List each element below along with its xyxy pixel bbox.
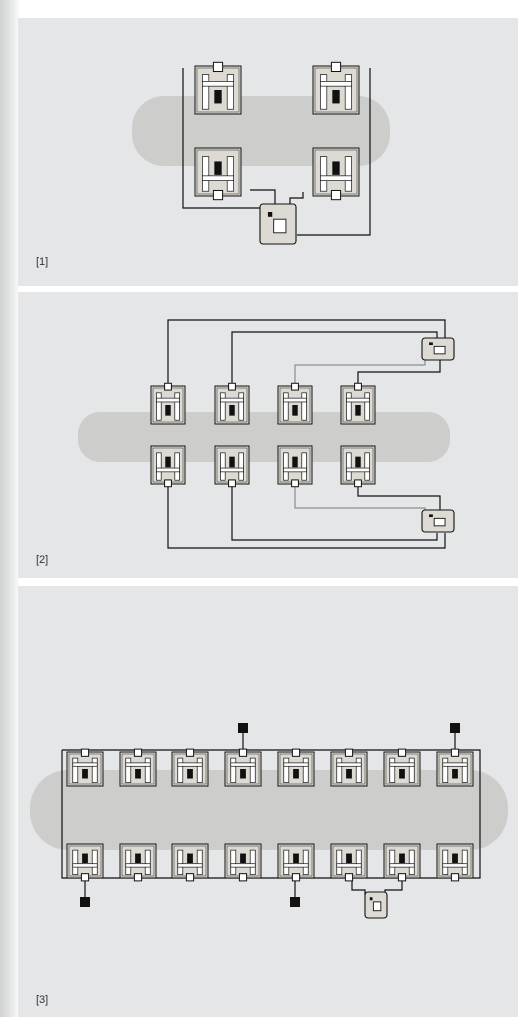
sensor-unit-2-top-3 bbox=[277, 382, 313, 425]
sensor-unit-1-tr bbox=[312, 61, 360, 115]
wire-ctrl-left-3 bbox=[351, 878, 366, 895]
wire-left-loop-1 bbox=[182, 68, 262, 209]
wire-left-ctrl-1 bbox=[250, 189, 276, 205]
wire-perimeter-3 bbox=[61, 749, 481, 879]
panel-label-2: [2] bbox=[36, 554, 49, 566]
sensor-unit-3-bottom-3 bbox=[171, 843, 209, 882]
sensor-unit-1-bl bbox=[194, 147, 242, 201]
ground-node-top-right-3 bbox=[450, 723, 460, 733]
wire-outer-bottom-2 bbox=[167, 482, 446, 549]
sensor-unit-3-top-2 bbox=[119, 748, 157, 787]
ground-node-bottom-right-3 bbox=[290, 897, 300, 907]
sensor-unit-2-bottom-4 bbox=[340, 445, 376, 488]
sensor-unit-3-bottom-8 bbox=[436, 843, 474, 882]
ground-node-top-left-3 bbox=[238, 723, 248, 733]
sensor-unit-2-bottom-3 bbox=[277, 445, 313, 488]
sensor-unit-1-tl bbox=[194, 61, 242, 115]
sensor-unit-3-top-3 bbox=[171, 748, 209, 787]
body-silhouette-2 bbox=[78, 412, 450, 462]
sensor-unit-1-br bbox=[312, 147, 360, 201]
wire-outer-top-2 bbox=[167, 319, 446, 385]
sensor-unit-3-bottom-2 bbox=[119, 843, 157, 882]
sensor-unit-3-top-8 bbox=[436, 748, 474, 787]
wire-inner-top-2 bbox=[231, 331, 438, 385]
sensor-unit-3-top-5 bbox=[277, 748, 315, 787]
sensor-unit-2-bottom-1 bbox=[150, 445, 186, 488]
sensor-unit-3-bottom-7 bbox=[383, 843, 421, 882]
sensor-unit-3-bottom-1 bbox=[66, 843, 104, 882]
sensor-unit-2-top-2 bbox=[214, 382, 250, 425]
wire-mid-top-2 bbox=[294, 358, 426, 385]
sensor-unit-3-top-4 bbox=[224, 748, 262, 787]
control-module-2-bottom bbox=[421, 509, 455, 533]
sensor-unit-3-bottom-6 bbox=[330, 843, 368, 882]
panel-label-1: [1] bbox=[36, 256, 49, 268]
control-module-2-top bbox=[421, 337, 455, 361]
control-module-1 bbox=[259, 203, 297, 245]
sensor-unit-2-top-1 bbox=[150, 382, 186, 425]
body-silhouette-3 bbox=[30, 770, 508, 850]
wire-inner-bottom-2 bbox=[231, 482, 438, 541]
sensor-unit-3-top-7 bbox=[383, 748, 421, 787]
sensor-unit-3-top-1 bbox=[66, 748, 104, 787]
control-module-3 bbox=[364, 891, 388, 919]
wire-right-bottom-2 bbox=[357, 482, 441, 510]
wire-right-top-2 bbox=[357, 360, 441, 385]
panel-label-3: [3] bbox=[36, 994, 49, 1006]
sensor-unit-2-bottom-2 bbox=[214, 445, 250, 488]
sensor-unit-3-bottom-4 bbox=[224, 843, 262, 882]
ground-node-bottom-left-3 bbox=[80, 897, 90, 907]
wire-right-ctrl-1 bbox=[289, 192, 304, 205]
sensor-unit-3-bottom-5 bbox=[277, 843, 315, 882]
wire-right-loop-1 bbox=[297, 68, 371, 236]
sensor-unit-3-top-6 bbox=[330, 748, 368, 787]
sensor-unit-2-top-4 bbox=[340, 382, 376, 425]
